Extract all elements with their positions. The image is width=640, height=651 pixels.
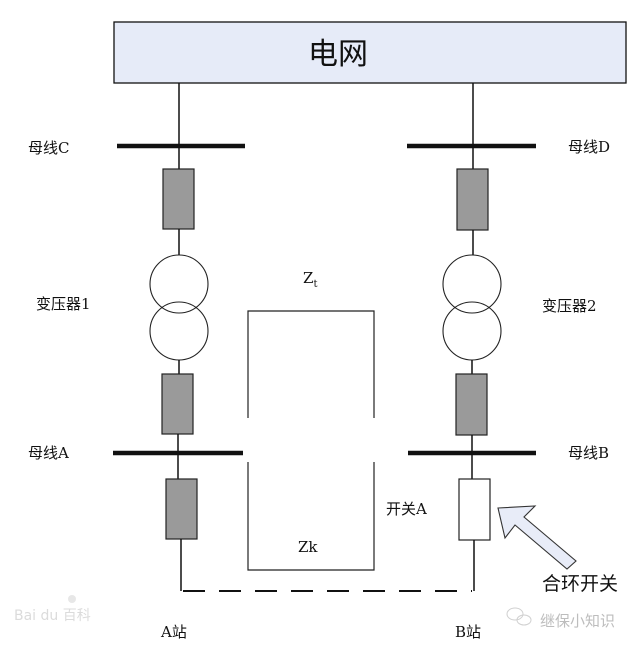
closing-switch-label: 合环开关 [542,573,618,595]
breaker-right-upper [456,168,489,231]
breaker-left-upper [162,168,195,230]
baidu-watermark-text: Bai du 百科 [14,608,91,624]
switch-a-label: 开关A [386,500,427,518]
bus-c-label: 母线C [28,139,69,157]
zt-label: Zt [303,269,317,290]
transformer-1-secondary-winding [149,301,209,361]
grid-box [113,21,627,84]
switch-a [458,478,491,541]
wechat-icon [506,607,532,626]
breaker-left-lower [165,478,198,540]
breaker-left-middle [161,373,194,435]
closing-switch-arrow-icon [497,505,577,570]
baidu-watermark: Bai du 百科 [14,595,91,624]
wechat-watermark-text: 继保小知识 [540,612,615,630]
transformer-2-primary-winding [442,254,502,314]
zk-impedance-box [247,462,375,571]
station-a-label: A站 [160,623,187,641]
breaker-right-middle [455,373,488,436]
transformer-2-secondary-winding [442,301,502,361]
transformer-1-primary-winding [149,254,209,314]
bus-d-label: 母线D [568,138,610,156]
station-b-label: B站 [455,623,481,641]
transformer-1-label: 变压器1 [36,295,91,313]
baidu-paw-icon [68,595,76,603]
bus-b-label: 母线B [568,444,609,462]
zk-label: Zk [298,538,318,556]
grid-title: 电网 [308,37,368,72]
zt-impedance-box [247,310,375,418]
bus-a-label: 母线A [28,444,69,462]
wechat-watermark: 继保小知识 [506,607,615,630]
transformer-2-label: 变压器2 [542,297,597,315]
